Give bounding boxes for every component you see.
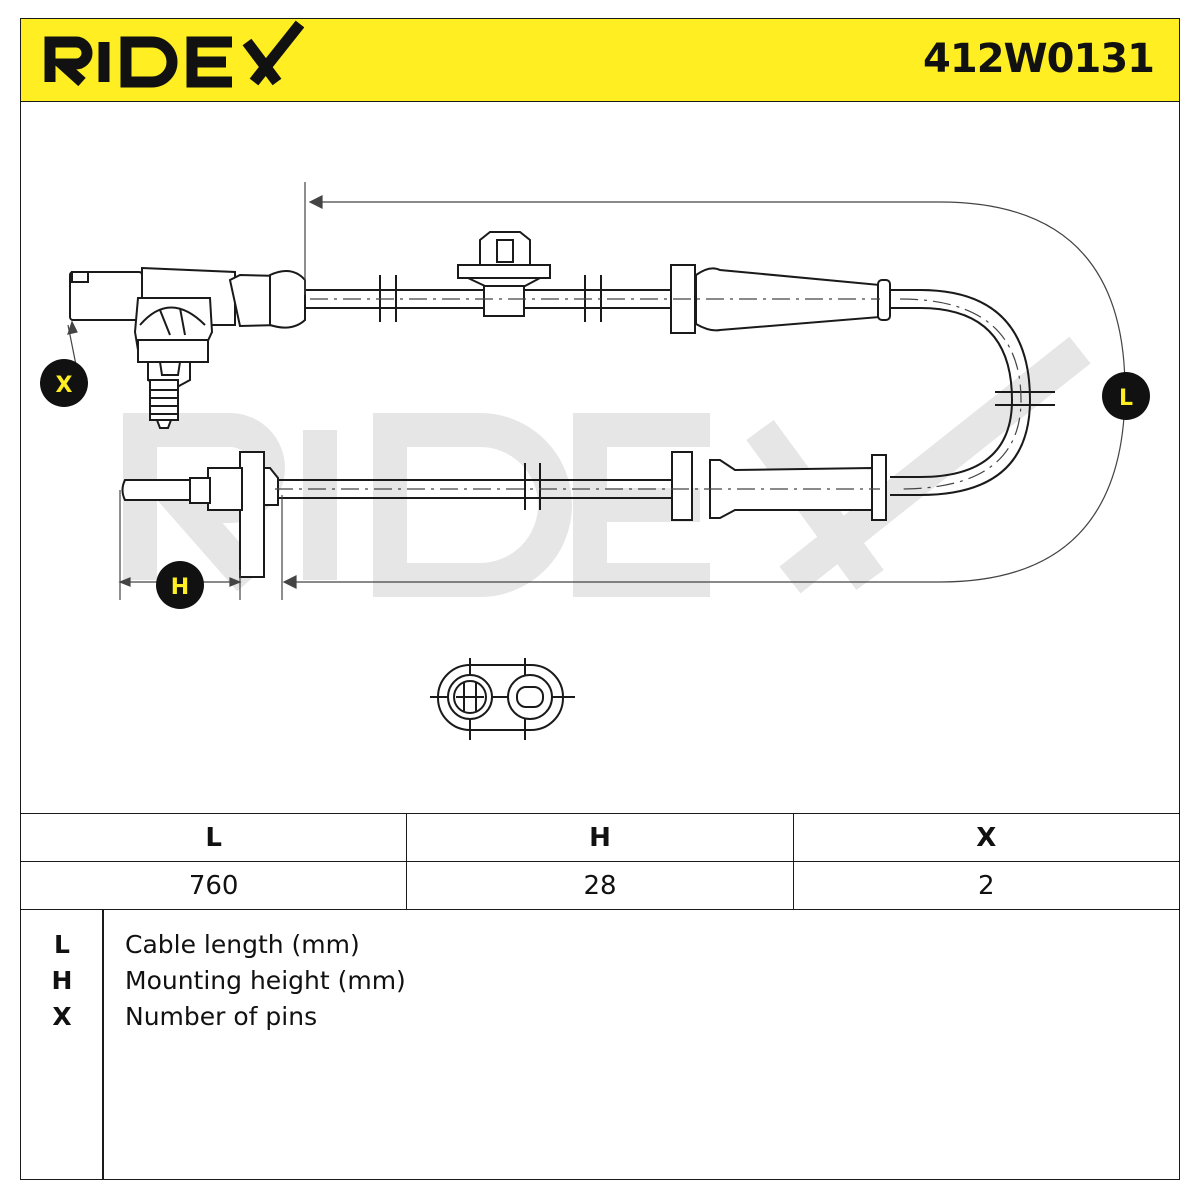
dimension-badge-l: L	[1102, 372, 1150, 420]
spec-header-row: L H X	[19, 813, 1181, 862]
spec-header-x: X	[792, 813, 1181, 862]
legend-item: H Mounting height (mm)	[21, 966, 1179, 1002]
dimension-badge-h: H	[156, 561, 204, 609]
watermark-logo	[123, 336, 1091, 597]
spec-header-h: H	[406, 813, 794, 862]
spec-table: L H X 760 28 2	[19, 813, 1181, 910]
spec-value-row: 760 28 2	[19, 861, 1181, 910]
spec-value-h: 28	[406, 861, 794, 910]
abs-sensor-wire-icon	[69, 231, 1055, 578]
legend-key: H	[51, 966, 73, 995]
svg-text:X: X	[56, 373, 73, 398]
legend-item: L Cable length (mm)	[21, 930, 1179, 966]
spec-value-l: 760	[19, 861, 408, 910]
legend-key: X	[52, 1002, 72, 1031]
svg-text:L: L	[1119, 386, 1133, 411]
legend-panel: L Cable length (mm) H Mounting height (m…	[20, 909, 1180, 1180]
legend-text: Cable length (mm)	[125, 930, 360, 959]
legend-key: L	[54, 930, 70, 959]
part-number: 412W0131	[923, 36, 1155, 82]
dimension-badge-x: X	[40, 359, 88, 407]
legend-text: Number of pins	[125, 1002, 318, 1031]
connector-face-icon	[430, 658, 575, 740]
brand-logo	[44, 20, 304, 88]
legend-divider	[102, 910, 104, 1179]
technical-drawing: X L H	[40, 182, 1150, 740]
legend-item: X Number of pins	[21, 1002, 1179, 1038]
spec-value-x: 2	[792, 861, 1181, 910]
legend-text: Mounting height (mm)	[125, 966, 406, 995]
svg-text:H: H	[171, 575, 189, 600]
spec-header-l: L	[19, 813, 408, 862]
